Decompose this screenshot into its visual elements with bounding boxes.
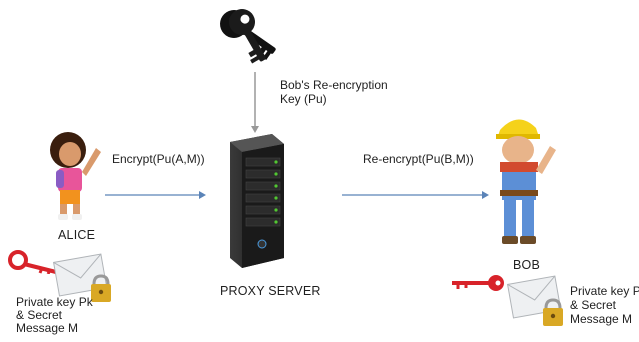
- bob-envelope-lock-icon: [504, 270, 570, 330]
- reencryption-key-label-line2: Key (Pu): [280, 92, 327, 106]
- black-keys-icon: [212, 4, 292, 72]
- proxy-to-bob-arrow: [342, 190, 490, 200]
- bob-caption-line1: Private key Pk: [570, 284, 639, 298]
- alice-to-proxy-arrow: [105, 190, 207, 200]
- bob-caption-line2: & Secret: [570, 298, 617, 312]
- alice-caption-line3: Message M: [16, 321, 79, 335]
- alice-keys-caption: Private key Pk & Secret Message M: [16, 296, 93, 335]
- key-to-server-arrow: [250, 72, 260, 134]
- alice-caption-line1: Private key Pk: [16, 295, 93, 309]
- alice-envelope-lock-icon: [52, 250, 116, 306]
- alice-avatar: [38, 128, 106, 224]
- reencryption-key-label: Bob's Re-encryption Key (Pu): [280, 78, 388, 106]
- bob-label: BOB: [513, 258, 540, 272]
- alice-key-icon: [8, 250, 60, 274]
- reencryption-key-label-line1: Bob's Re-encryption: [280, 78, 388, 92]
- proxy-server-label: PROXY SERVER: [220, 284, 321, 298]
- bob-caption-line3: Message M: [570, 312, 633, 326]
- server-tower-icon: [222, 132, 288, 272]
- encrypt-label: Encrypt(Pu(A,M)): [112, 152, 205, 166]
- bob-key-icon: [450, 272, 506, 294]
- bob-avatar: [488, 110, 568, 250]
- reencrypt-label: Re-encrypt(Pu(B,M)): [363, 152, 474, 166]
- alice-label: ALICE: [58, 228, 96, 242]
- bob-keys-caption: Private key Pk & Secret Message M: [570, 284, 639, 326]
- alice-caption-line2: & Secret: [16, 308, 63, 322]
